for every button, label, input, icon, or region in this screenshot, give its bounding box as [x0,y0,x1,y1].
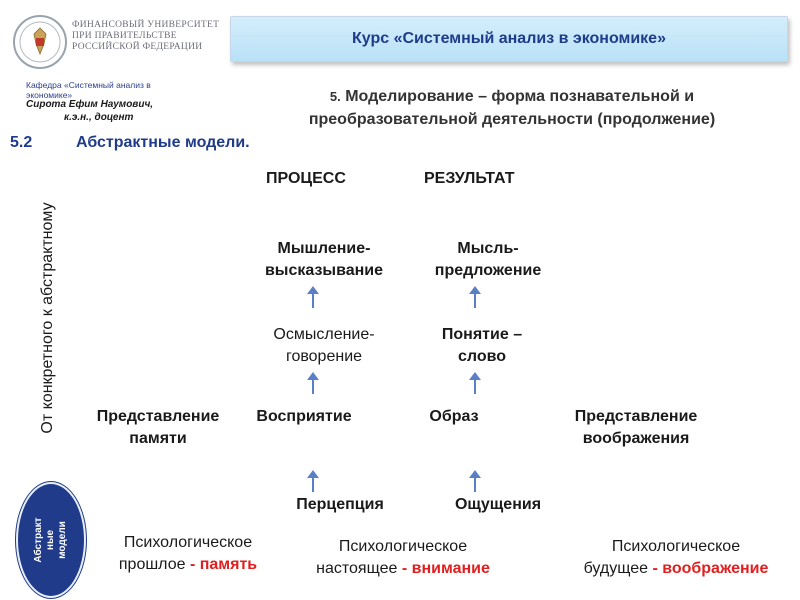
department-label: Кафедра «Системный анализ в экономике» [26,80,151,100]
up-arrow-icon [307,286,319,308]
up-arrow-icon [469,372,481,394]
up-arrow-icon [469,286,481,308]
psychological-past: Психологическое прошлое - память [118,534,258,573]
result-concept: Понятие – слово [441,326,523,365]
result-image: Образ [429,408,479,425]
lecture-title: 5. Моделирование – форма познавательной … [308,88,716,128]
imagination-representation: Представление воображения [574,408,698,447]
author-name: Сирота Ефим Наумович, [26,99,154,110]
result-sensations: Ощущения [454,496,542,513]
university-name: ФИНАНСОВЫЙ УНИВЕРСИТЕТ ПРИ ПРАВИТЕЛЬСТВЕ… [72,20,220,52]
psychological-present: Психологическое настоящее - внимание [316,538,490,577]
up-arrow-icon [307,470,319,492]
column-header-result: РЕЗУЛЬТАТ [424,170,515,187]
memory-representation: Представление памяти [96,408,220,447]
psychological-future: Психологическое будущее - воображение [583,538,769,577]
process-perception: Восприятие [256,408,352,425]
process-thinking: Мышление- высказывание [264,240,384,279]
course-title: Курс «Системный анализ в экономике» [352,30,666,47]
section-title: Абстрактные модели. [76,134,250,151]
section-number: 5.2 [10,134,33,151]
course-title-banner: Курс «Системный анализ в экономике» [230,16,788,62]
process-percepting: Перцепция [296,496,384,513]
abstract-models-badge: Абстракт ные модели [16,482,86,598]
up-arrow-icon [307,372,319,394]
university-seal-icon [13,15,67,69]
result-thought: Мысль- предложение [434,240,542,279]
process-comprehension: Осмысление- говорение [273,326,375,365]
column-header-process: ПРОЦЕСС [266,170,346,187]
author-info: Сирота Ефим Наумович, к.э.н., доцент [26,98,186,124]
lecture-number: 5. [329,89,341,104]
author-title: к.э.н., доцент [64,112,134,123]
up-arrow-icon [469,470,481,492]
